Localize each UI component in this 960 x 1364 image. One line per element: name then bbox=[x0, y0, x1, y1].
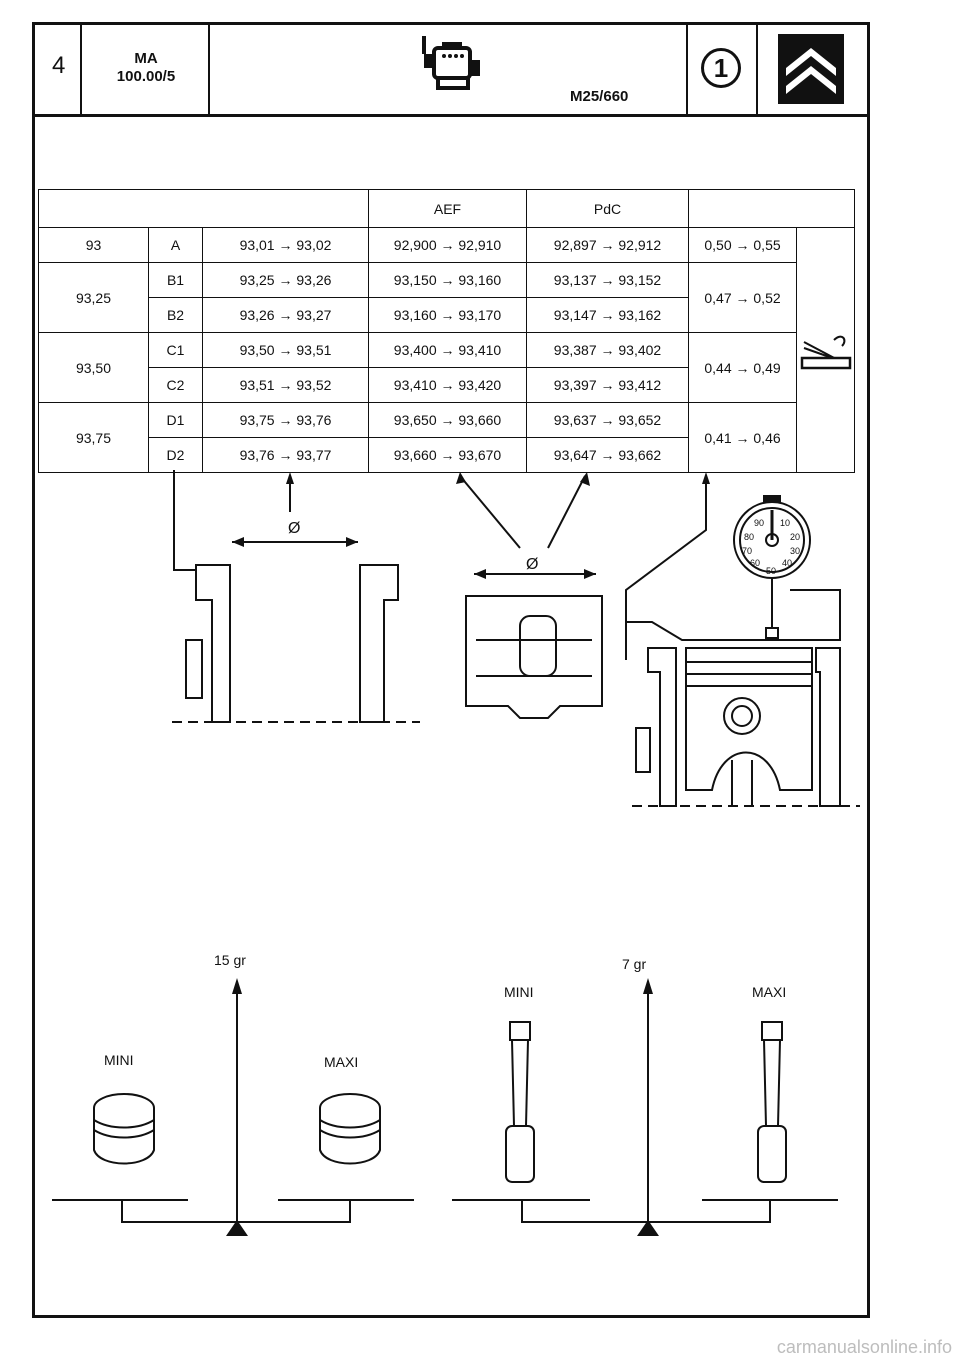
rod-weight-tolerance: 7 gr bbox=[622, 956, 647, 972]
engine-model: M25/660 bbox=[570, 88, 629, 105]
piston-weight-tolerance: 15 gr bbox=[214, 952, 246, 968]
aef-cell: 93,160 → 93,170 bbox=[368, 297, 527, 333]
clearance-cell: 0,47 → 0,52 bbox=[688, 262, 797, 333]
engine-icon bbox=[422, 36, 480, 90]
pdc-cell: 93,147 → 93,162 bbox=[526, 297, 689, 333]
class-cell: A bbox=[148, 227, 203, 263]
piston-mini-label: MINI bbox=[104, 1052, 134, 1068]
dial-label: 60 bbox=[750, 558, 761, 568]
dial-label: 90 bbox=[754, 518, 765, 528]
dial-label: 80 bbox=[744, 532, 755, 542]
aef-cell: 92,900 → 92,910 bbox=[368, 227, 527, 263]
class-cell: D2 bbox=[148, 437, 203, 473]
bore-cell: 93,50 → 93,51 bbox=[202, 332, 369, 368]
manual-ref-line2: 100.00/5 bbox=[116, 68, 176, 85]
feeler-gauge-cell bbox=[796, 227, 855, 473]
page-number: 4 bbox=[52, 52, 66, 79]
aef-cell: 93,150 → 93,160 bbox=[368, 262, 527, 298]
header-bar: 4 MA 100.00/5 M25/660 1 bbox=[32, 22, 870, 117]
dial-label: 70 bbox=[742, 546, 753, 556]
bore-cell: 93,75 → 93,76 bbox=[202, 402, 369, 438]
rod-mini-label: MINI bbox=[504, 984, 534, 1000]
aef-cell: 93,410 → 93,420 bbox=[368, 367, 527, 403]
aef-cell: 93,400 → 93,410 bbox=[368, 332, 527, 368]
pdc-cell: 93,637 → 93,652 bbox=[526, 402, 689, 438]
engine-cell bbox=[210, 22, 688, 114]
feeler-gauge-icon bbox=[800, 335, 851, 370]
dial-label: 10 bbox=[780, 518, 791, 528]
aef-cell: 93,660 → 93,670 bbox=[368, 437, 527, 473]
watermark: carmanualsonline.info bbox=[776, 1337, 952, 1357]
pdc-cell: 93,647 → 93,662 bbox=[526, 437, 689, 473]
page-frame bbox=[32, 22, 870, 1318]
dial-label: 20 bbox=[790, 532, 801, 542]
badge-cell: 1 bbox=[688, 22, 758, 114]
clearance-cell: 0,50 → 0,55 bbox=[688, 227, 797, 263]
piston-class-table: AEF PdC 93 A 93,01 → 93,02 92,900 → 92,9… bbox=[38, 189, 855, 473]
rod-maxi-label: MAXI bbox=[752, 984, 787, 1000]
bore-cell: 93,26 → 93,27 bbox=[202, 297, 369, 333]
group-93: 93 bbox=[38, 227, 149, 263]
pdc-cell: 93,387 → 93,402 bbox=[526, 332, 689, 368]
pdc-cell: 93,397 → 93,412 bbox=[526, 367, 689, 403]
piston-maxi-label: MAXI bbox=[324, 1054, 359, 1070]
bore-cell: 93,25 → 93,26 bbox=[202, 262, 369, 298]
dial-label: 40 bbox=[782, 558, 793, 568]
bore-cell: 93,01 → 93,02 bbox=[202, 227, 369, 263]
dial-label: 50 bbox=[766, 566, 777, 576]
pdc-cell: 92,897 → 92,912 bbox=[526, 227, 689, 263]
citroen-chevron-logo bbox=[778, 34, 844, 104]
piston-diameter-symbol: Ø bbox=[526, 556, 539, 573]
manual-ref-cell: MA 100.00/5 bbox=[82, 22, 210, 114]
col-header-aef: AEF bbox=[368, 189, 527, 228]
pdc-cell: 93,137 → 93,152 bbox=[526, 262, 689, 298]
section-badge: 1 bbox=[701, 48, 741, 88]
clearance-cell: 0,44 → 0,49 bbox=[688, 332, 797, 403]
manual-ref-line1: MA bbox=[134, 50, 158, 67]
group-93-75: 93,75 bbox=[38, 402, 149, 473]
aef-cell: 93,650 → 93,660 bbox=[368, 402, 527, 438]
dial-label: 30 bbox=[790, 546, 801, 556]
liner-diameter-symbol: Ø bbox=[288, 520, 301, 537]
clearance-cell: 0,41 → 0,46 bbox=[688, 402, 797, 473]
page-number-cell: 4 bbox=[32, 22, 82, 114]
bore-cell: 93,76 → 93,77 bbox=[202, 437, 369, 473]
class-cell: B2 bbox=[148, 297, 203, 333]
